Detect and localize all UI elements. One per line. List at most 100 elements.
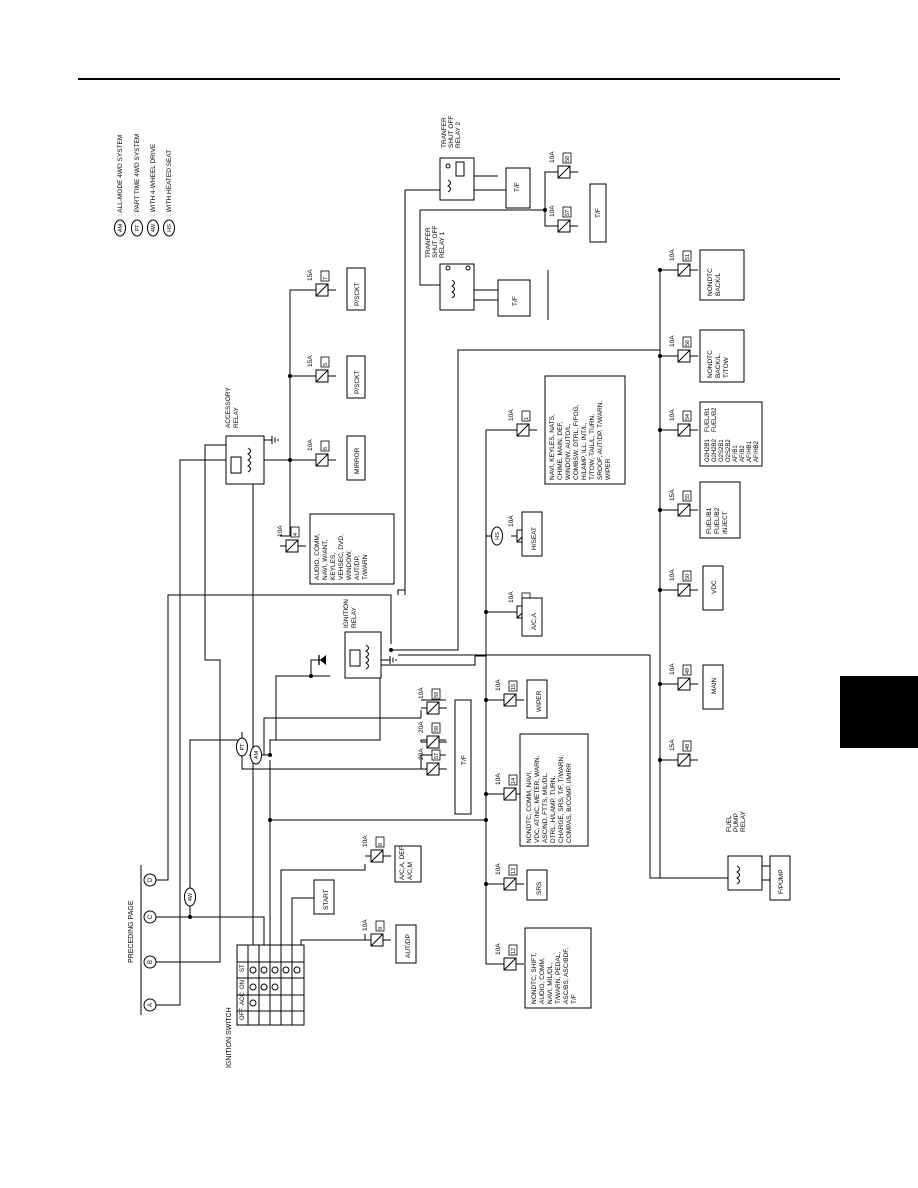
fuse-number: 57 <box>565 210 571 216</box>
fuse-number: 13 <box>511 868 517 874</box>
fuse-number-box <box>682 490 692 502</box>
svg-text:AUDIO, COMM,: AUDIO, COMM, <box>314 533 321 580</box>
fuse-number-box <box>508 864 518 876</box>
load-wiper: WIPER <box>536 690 543 712</box>
option-tags: HS AM PT 4W <box>184 526 503 907</box>
transfer-relay-2-label-3: RELAY 2 <box>455 121 462 148</box>
fuse-number-box <box>320 440 330 452</box>
fuse-amperage: 10A <box>362 919 369 931</box>
fuse-number: 14 <box>511 778 517 784</box>
load-1: NAVI, KEYLES, NATS, CHIME, MAIN, DEF, WI… <box>549 400 612 480</box>
load-inject: FUEL/B1 FUEL/B2 INJECT <box>706 507 729 534</box>
load-aca: A/C,A <box>531 612 538 630</box>
fuse-amperage: 20A <box>418 748 425 760</box>
fuse-number: 12 <box>511 948 517 954</box>
fuse-number-box <box>320 356 330 368</box>
fuse-number-box <box>431 749 441 761</box>
svg-text:DTRL, H/LAMP, TURN,: DTRL, H/LAMP, TURN, <box>550 776 557 843</box>
connector-c: C <box>148 914 154 919</box>
position-off: OFF <box>240 1008 246 1020</box>
tag-pt: PT <box>240 743 246 751</box>
svg-text:O2S2B2: O2S2B2 <box>726 439 732 462</box>
fuse-amperage: 15A <box>669 739 676 751</box>
svg-text:SRS: SRS <box>536 881 543 895</box>
svg-text:ASC/BS, ASC/BDF,: ASC/BS, ASC/BDF, <box>563 947 570 1004</box>
fuse: 10A 50 <box>669 569 698 597</box>
svg-text:H/SEAT: H/SEAT <box>531 527 538 550</box>
fuse-element <box>426 701 440 715</box>
fuse-number: 15 <box>511 684 517 690</box>
load-tf-bar: T/F <box>461 755 468 765</box>
svg-text:T/WARN: T/WARN <box>362 554 369 580</box>
fuse-number-box <box>682 336 692 348</box>
svg-text:A/C,A, DEF,: A/C,A, DEF, <box>399 845 406 880</box>
legend-code: AM <box>118 223 124 232</box>
connector-d: D <box>148 877 154 882</box>
svg-text:AUDIO, COMM,: AUDIO, COMM, <box>539 957 546 1004</box>
fuse-amperage: 10A <box>669 335 676 347</box>
fuse-number: 50 <box>685 574 691 580</box>
svg-text:FUEL/B1: FUEL/B1 <box>706 507 713 534</box>
fuse-element <box>370 933 384 947</box>
connector-b: B <box>148 960 154 964</box>
fuse-amperage: 15A <box>669 489 676 501</box>
svg-text:T/TOW, TAIL/L, TURN,: T/TOW, TAIL/L, TURN, <box>589 414 596 480</box>
svg-text:COMPAS, B/COMP, I/MIRR: COMPAS, B/COMP, I/MIRR <box>566 763 573 843</box>
svg-text:H/LAMP, ILL, INT/L,: H/LAMP, ILL, INT/L, <box>581 422 588 480</box>
transfer-relay-2-label-1: TRANFER <box>441 117 448 148</box>
ignition-relay-label-1: IGNITION <box>343 599 350 628</box>
svg-text:MAIN: MAIN <box>711 677 718 694</box>
svg-text:O2S2B1: O2S2B1 <box>719 439 725 462</box>
svg-text:NONDTC: NONDTC <box>707 350 714 378</box>
fuse-number: 51 <box>685 254 691 260</box>
svg-text:NAVI, MIL/DL,: NAVI, MIL/DL, <box>547 963 554 1004</box>
load-main: MAIN <box>711 677 718 694</box>
svg-text:AUT/DP,: AUT/DP, <box>354 555 361 580</box>
svg-text:O2H2B2: O2H2B2 <box>712 438 718 462</box>
svg-text:T/F: T/F <box>571 994 578 1004</box>
transfer-relay-1-label-2: SHUT OFF <box>432 226 439 258</box>
fuse-element <box>285 539 299 553</box>
fuse-amperage: 10A <box>669 569 676 581</box>
fuse-number-box <box>562 206 572 218</box>
fuse-amperage: 10A <box>362 835 369 847</box>
svg-text:VEHSEC, DVD,: VEHSEC, DVD, <box>338 534 345 580</box>
svg-text:F/PUMP: F/PUMP <box>778 869 785 894</box>
fuse-number: 58 <box>434 726 440 732</box>
fuse-number-box <box>375 920 385 932</box>
fuse-element <box>677 423 691 437</box>
fuse-element <box>503 787 517 801</box>
fuse-amperage: 15A <box>307 355 314 367</box>
fuse-number: 55 <box>685 494 691 500</box>
accessory-relay-label-1: ACCESSORY <box>225 387 232 428</box>
fuse-amperage: 10A <box>495 773 502 785</box>
position-st: ST <box>240 964 246 972</box>
fuse-number: 6 <box>323 447 329 450</box>
load-tf-1: T/F <box>512 296 519 306</box>
fuse-amperage: 10A <box>508 409 515 421</box>
svg-text:T/F: T/F <box>514 182 521 192</box>
load-psckt-1: P/SCKT <box>354 370 361 394</box>
svg-text:NONDTC, COMM, NAVI,: NONDTC, COMM, NAVI, <box>526 771 533 843</box>
fuse-element <box>315 453 329 467</box>
fuse-amperage: 10A <box>418 687 425 699</box>
position-acc: ACC <box>240 992 246 1005</box>
svg-text:T/F: T/F <box>595 208 602 218</box>
fuse-amperage: 20A <box>418 721 425 733</box>
svg-text:P/SCKT: P/SCKT <box>354 370 361 394</box>
legend-code: 4W <box>151 223 157 232</box>
svg-text:SROOF, AUT/DP, T/WARN,: SROOF, AUT/DP, T/WARN, <box>597 400 604 480</box>
legend-code: HS <box>167 224 173 232</box>
fuse-number-box <box>375 836 385 848</box>
svg-text:NAVI, W/ANT,: NAVI, W/ANT, <box>322 539 329 580</box>
transfer-relay-2-label-2: SHUT OFF <box>448 116 455 148</box>
svg-text:INJECT: INJECT <box>722 511 729 534</box>
fuse-amperage: 10A <box>495 943 502 955</box>
